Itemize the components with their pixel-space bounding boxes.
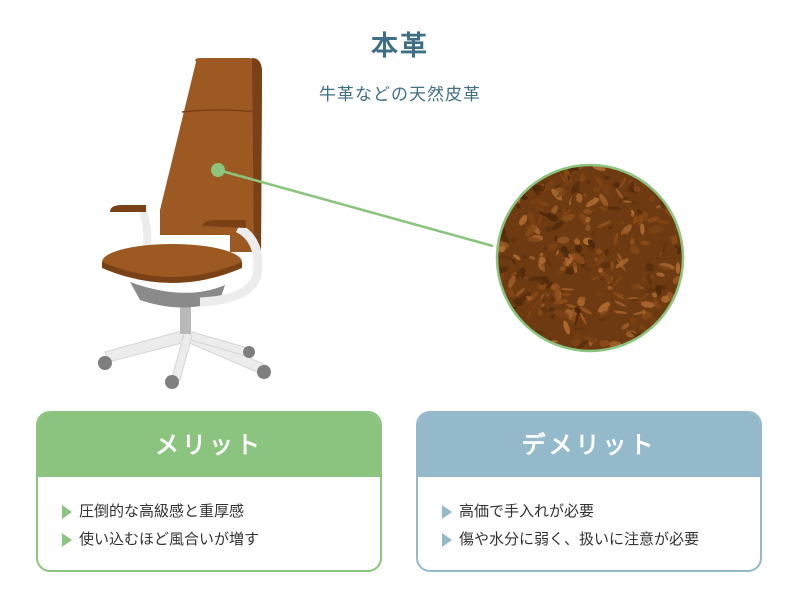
swatch-border — [495, 163, 685, 353]
list-item: 高価で手入れが必要 — [442, 499, 760, 527]
triangle-bullet-icon — [62, 533, 72, 547]
list-item: 傷や水分に弱く、扱いに注意が必要 — [442, 527, 760, 555]
chair-caster — [98, 356, 112, 370]
chair-column — [180, 300, 191, 334]
callout-dot — [211, 163, 225, 177]
page-title: 本革 — [371, 31, 429, 62]
chair-backrest — [160, 58, 262, 252]
chair-armrest — [110, 205, 146, 212]
merit-heading: メリット — [38, 413, 380, 477]
demerit-heading: デメリット — [418, 413, 760, 477]
chair-illustration — [98, 58, 685, 389]
merit-list: 圧倒的な高級感と重厚感 使い込むほど風合いが増す — [38, 477, 380, 555]
leather-texture-swatch — [497, 165, 683, 351]
triangle-bullet-icon — [62, 505, 72, 519]
triangle-bullet-icon — [442, 505, 452, 519]
demerit-card: デメリット 高価で手入れが必要 傷や水分に弱く、扱いに注意が必要 — [416, 411, 762, 572]
list-item: 圧倒的な高級感と重厚感 — [62, 499, 380, 527]
merit-card: メリット 圧倒的な高級感と重厚感 使い込むほど風合いが増す — [36, 411, 382, 572]
chair-base — [104, 329, 187, 363]
callout-line — [217, 168, 494, 248]
list-item: 使い込むほど風合いが増す — [62, 527, 380, 555]
demerit-list: 高価で手入れが必要 傷や水分に弱く、扱いに注意が必要 — [418, 477, 760, 555]
office-chair — [98, 58, 271, 389]
chair-seat — [102, 244, 242, 280]
page-subtitle: 牛革などの天然皮革 — [319, 85, 481, 105]
triangle-bullet-icon — [442, 533, 452, 547]
chair-frame — [199, 223, 263, 307]
